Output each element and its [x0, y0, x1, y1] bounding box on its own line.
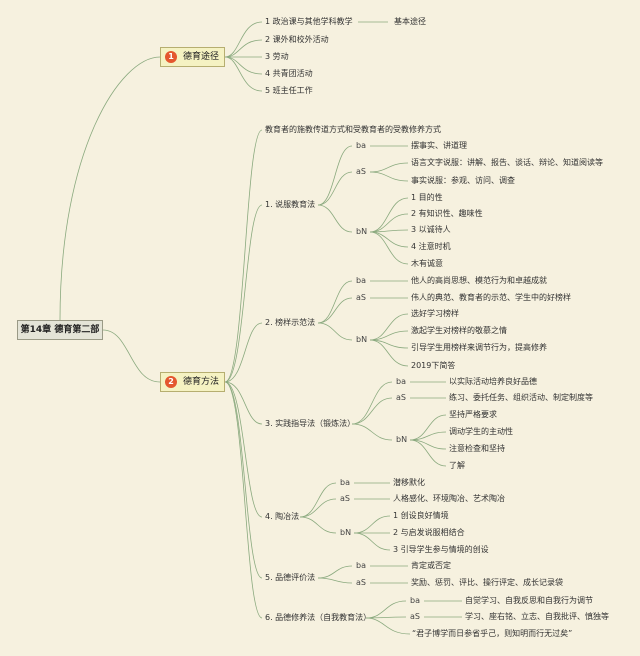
leaf-item[interactable]: 激起学生对榜样的敬慕之情	[411, 326, 507, 335]
method-title[interactable]: 4. 陶冶法	[265, 512, 300, 521]
leaf-item[interactable]: 摆事实、讲道理	[411, 141, 467, 150]
method-title[interactable]: 3. 实践指导法（锻炼法）	[265, 419, 356, 428]
leaf-item[interactable]: 木有诚意	[411, 259, 443, 268]
tag-ba[interactable]: ba	[356, 276, 366, 285]
topic-node-paths[interactable]: 1 德育途径	[160, 47, 225, 67]
path-item[interactable]: 4 共青团活动	[265, 69, 313, 78]
tag-bn[interactable]: bN	[356, 227, 368, 236]
tag-ba[interactable]: ba	[340, 478, 350, 487]
leaf-item[interactable]: 语言文字说服：讲解、报告、谈话、辩论、知道阅读等	[411, 158, 603, 167]
tag-as[interactable]: aS	[356, 293, 366, 302]
method-title[interactable]: 6. 品德修养法（自我教育法）	[265, 613, 372, 622]
leaf-item[interactable]: 3 以诚待人	[411, 225, 451, 234]
method-title[interactable]: 1. 说服教育法	[265, 200, 316, 209]
leaf-item[interactable]: 2 与启发说服相结合	[393, 528, 465, 537]
path-side-note[interactable]: 基本途径	[394, 17, 426, 26]
leaf-item[interactable]: 调动学生的主动性	[449, 427, 513, 436]
tag-ba[interactable]: ba	[356, 141, 366, 150]
tag-as[interactable]: aS	[410, 612, 420, 621]
leaf-item[interactable]: 2 有知识性、趣味性	[411, 209, 483, 218]
tag-bn[interactable]: bN	[356, 335, 368, 344]
method-title[interactable]: 2. 榜样示范法	[265, 318, 316, 327]
leaf-item[interactable]: 坚持严格要求	[449, 410, 497, 419]
leaf-item[interactable]: 注意检查和坚持	[449, 444, 505, 453]
leaf-item[interactable]: 他人的高尚思想、模范行为和卓越成就	[411, 276, 547, 285]
tag-ba[interactable]: ba	[396, 377, 406, 386]
leaf-item[interactable]: 学习、座右铭、立志、自我批评、慎独等	[465, 612, 609, 621]
leaf-item[interactable]: 了解	[449, 461, 465, 470]
leaf-item[interactable]: 引导学生用榜样来调节行为，提高修养	[411, 343, 547, 352]
tag-as[interactable]: aS	[396, 393, 406, 402]
leaf-item[interactable]: 伟人的典范、教育者的示范、学生中的好榜样	[411, 293, 571, 302]
leaf-item[interactable]: 1 创设良好情境	[393, 511, 449, 520]
topic-label: 德育途径	[183, 52, 220, 62]
leaf-item[interactable]: 奖励、惩罚、评比、操行评定、成长记录袋	[411, 578, 563, 587]
method-definition[interactable]: 教育者的施教传道方式和受教育者的受教修养方式	[265, 125, 441, 134]
path-item[interactable]: 2 课外和校外活动	[265, 35, 329, 44]
leaf-item[interactable]: 以实际活动培养良好品德	[449, 377, 537, 386]
number-badge-icon: 2	[165, 376, 177, 388]
path-item[interactable]: 1 政治课与其他学科教学	[265, 17, 353, 26]
tag-bn[interactable]: bN	[340, 528, 352, 537]
method-title[interactable]: 5. 品德评价法	[265, 573, 316, 582]
tag-ba[interactable]: ba	[410, 596, 420, 605]
tag-as[interactable]: aS	[356, 167, 366, 176]
tag-as[interactable]: aS	[340, 494, 350, 503]
leaf-item[interactable]: 2019下简答	[411, 361, 456, 370]
leaf-item[interactable]: 自觉学习、自我反思和自我行为调节	[465, 596, 593, 605]
leaf-item[interactable]: 3 引导学生参与情境的创设	[393, 545, 489, 554]
topic-node-methods[interactable]: 2 德育方法	[160, 372, 225, 392]
leaf-item[interactable]: 选好学习榜样	[411, 309, 459, 318]
leaf-item[interactable]: 练习、委托任务、组织活动、制定制度等	[449, 393, 593, 402]
quote-item[interactable]: “君子博学而日参省乎己，则知明而行无过矣”	[412, 629, 573, 638]
topic-label: 德育方法	[183, 377, 220, 387]
number-badge-icon: 1	[165, 51, 177, 63]
leaf-item[interactable]: 肯定或否定	[411, 561, 451, 570]
leaf-item[interactable]: 1 目的性	[411, 193, 443, 202]
leaf-item[interactable]: 事实说服：参观、访问、调查	[411, 176, 515, 185]
root-node[interactable]: 第14章 德育第二部	[17, 320, 103, 340]
leaf-item[interactable]: 潜移默化	[393, 478, 425, 487]
path-item[interactable]: 3 劳动	[265, 52, 289, 61]
leaf-item[interactable]: 4 注意时机	[411, 242, 451, 251]
tag-as[interactable]: aS	[356, 578, 366, 587]
tag-ba[interactable]: ba	[356, 561, 366, 570]
path-item[interactable]: 5 班主任工作	[265, 86, 313, 95]
tag-bn[interactable]: bN	[396, 435, 408, 444]
leaf-item[interactable]: 人格感化、环境陶冶、艺术陶冶	[393, 494, 505, 503]
